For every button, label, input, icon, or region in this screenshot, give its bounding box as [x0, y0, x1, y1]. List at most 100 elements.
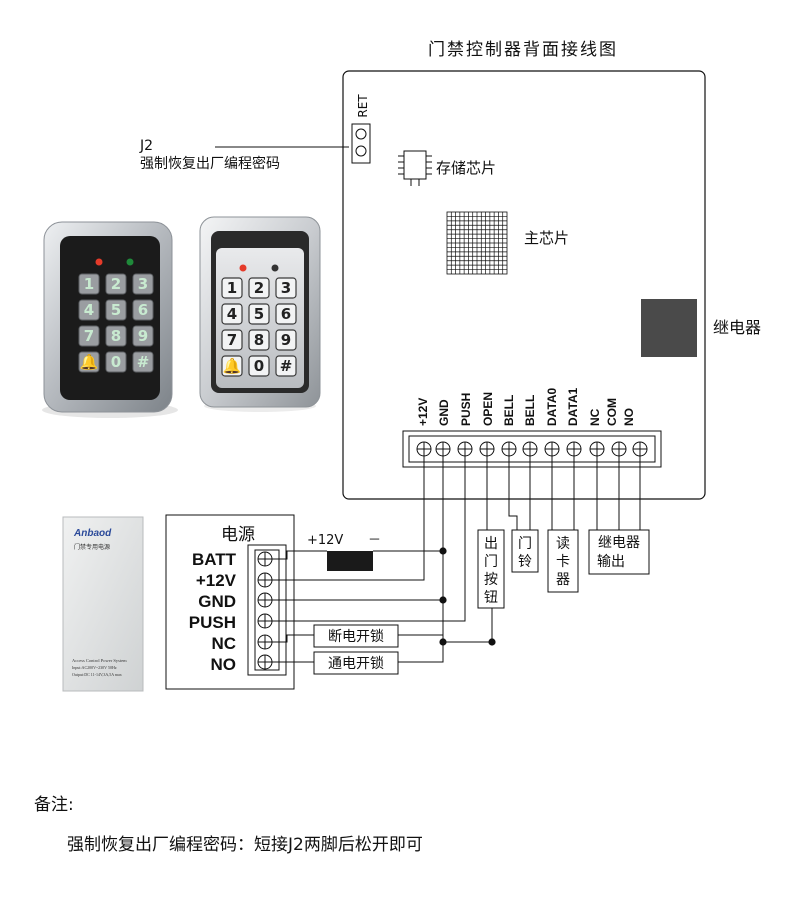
- psu-label-batt: BATT: [192, 550, 237, 569]
- svg-text:出: 出: [484, 536, 498, 552]
- battery-minus-label: －: [368, 533, 381, 548]
- psu-spec-2: Input:AC200V~230V 50Hz: [72, 665, 117, 670]
- power-supply-labels: BATT +12V GND PUSH NC NO: [189, 550, 237, 674]
- main-chip-label: 主芯片: [524, 229, 569, 247]
- keypad-key: 1: [78, 273, 100, 295]
- svg-text:3: 3: [138, 275, 148, 293]
- psu-label-push: PUSH: [189, 613, 236, 632]
- keypad-key: 5: [105, 299, 127, 321]
- relay-label: 继电器: [713, 318, 761, 337]
- svg-text:2: 2: [254, 279, 264, 297]
- psu-product-name: 门禁专用电源: [74, 543, 110, 551]
- jumper-j2: RET: [351, 94, 371, 164]
- svg-text:#: #: [137, 353, 150, 371]
- junction-dots: [439, 547, 496, 646]
- svg-text:#: #: [280, 357, 293, 375]
- svg-text:门: 门: [518, 536, 532, 552]
- keypad-key: 🔔: [221, 355, 243, 377]
- keypad-key: 1: [221, 277, 243, 299]
- terminal-labels: +12V GND PUSH OPEN BELL BELL DATA0 DATA1…: [416, 387, 636, 426]
- terminal-label-data0: DATA0: [545, 387, 559, 426]
- svg-text:2: 2: [111, 275, 121, 293]
- relay-output-box: 继电器 输出: [588, 529, 650, 575]
- keypad-key: 8: [248, 329, 270, 351]
- keypad-key: 3: [275, 277, 297, 299]
- lock-fail-secure-box: [313, 624, 399, 648]
- notes-heading: 备注:: [34, 795, 74, 815]
- terminal-label-gnd: GND: [437, 399, 451, 426]
- jumper-callout-desc: 强制恢复出厂编程密码: [140, 155, 280, 172]
- svg-text:🔔: 🔔: [223, 357, 242, 375]
- jumper-pin-1: [355, 128, 367, 140]
- svg-text:4: 4: [84, 301, 94, 319]
- svg-text:8: 8: [111, 327, 121, 345]
- memory-chip: [398, 150, 432, 186]
- svg-text:9: 9: [281, 331, 291, 349]
- lock-fail-safe-box: [313, 651, 399, 675]
- keypad-key: 6: [275, 303, 297, 325]
- controller-board: [342, 70, 706, 500]
- keypad-key: 4: [221, 303, 243, 325]
- terminal-label-com: COM: [605, 398, 619, 426]
- keypad-key: 8: [105, 325, 127, 347]
- svg-text:卡: 卡: [556, 554, 570, 570]
- keypad-key: 5: [248, 303, 270, 325]
- svg-text:0: 0: [254, 357, 264, 375]
- terminal-label-data1: DATA1: [566, 387, 580, 426]
- svg-text:铃: 铃: [518, 554, 532, 570]
- svg-text:🔔: 🔔: [80, 353, 99, 371]
- keypad-key: 6: [132, 299, 154, 321]
- svg-text:8: 8: [254, 331, 264, 349]
- battery-plus-label: +12V: [307, 533, 343, 548]
- power-supply-title: 电源: [221, 525, 255, 545]
- svg-text:1: 1: [227, 279, 237, 297]
- keypad-key: #: [275, 355, 297, 377]
- power-supply-frame: [165, 514, 295, 690]
- svg-text:钮: 钮: [484, 590, 498, 606]
- notes-text: 强制恢复出厂编程密码：短接J2两脚后松开即可: [67, 835, 423, 855]
- lock-fail-secure-label: 断电开锁: [328, 629, 384, 645]
- svg-text:7: 7: [84, 327, 94, 345]
- psu-brand: Anbaod: [73, 528, 112, 539]
- psu-label-no: NO: [211, 655, 237, 674]
- keypad-key: 2: [248, 277, 270, 299]
- psu-terminal-block: [247, 544, 287, 676]
- svg-text:9: 9: [138, 327, 148, 345]
- terminal-label-bell-1: BELL: [502, 395, 516, 426]
- svg-text:4: 4: [227, 305, 237, 323]
- keypad-key: 4: [78, 299, 100, 321]
- svg-text:5: 5: [254, 305, 264, 323]
- relay-block: [641, 299, 697, 357]
- svg-text:继电器: 继电器: [598, 535, 640, 551]
- terminal-label-bell-2: BELL: [523, 395, 537, 426]
- psu-label-gnd: GND: [198, 592, 236, 611]
- main-chip: [446, 211, 508, 275]
- svg-text:器: 器: [556, 572, 570, 588]
- lock-fail-safe-label: 通电开锁: [328, 656, 384, 672]
- keypad-key: 2: [105, 273, 127, 295]
- svg-text:1: 1: [84, 275, 94, 293]
- jumper-pin-2: [355, 145, 367, 157]
- keypad-key: #: [132, 351, 154, 373]
- keypad-key: 0: [248, 355, 270, 377]
- svg-text:7: 7: [227, 331, 237, 349]
- battery: [327, 551, 373, 571]
- wiring: [265, 449, 641, 663]
- terminal-label-12v: +12V: [416, 398, 430, 426]
- controller-terminal-block: [402, 430, 662, 468]
- svg-text:6: 6: [281, 305, 291, 323]
- keypad-key: 🔔: [78, 351, 100, 373]
- terminal-label-no: NO: [622, 408, 636, 426]
- svg-text:3: 3: [281, 279, 291, 297]
- keypad-key: 9: [132, 325, 154, 347]
- card-reader-box: 读 卡 器: [547, 529, 579, 593]
- svg-text:输出: 输出: [597, 554, 625, 570]
- svg-text:门: 门: [484, 554, 498, 570]
- jumper-callout-j2: J2: [139, 138, 153, 154]
- memory-chip-label: 存储芯片: [436, 159, 496, 177]
- keypad-key: 7: [221, 329, 243, 351]
- keypad-key: 0: [105, 351, 127, 373]
